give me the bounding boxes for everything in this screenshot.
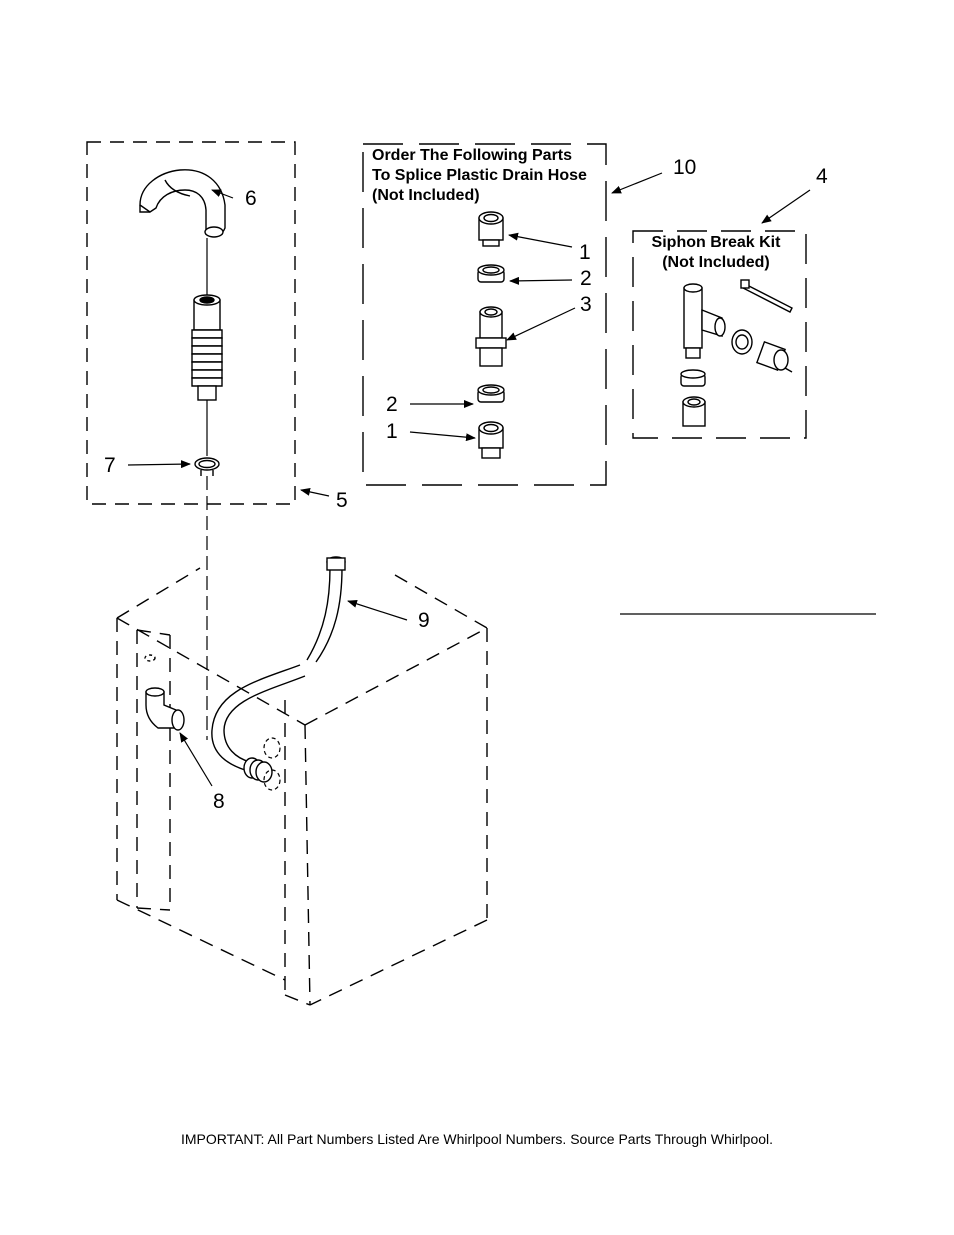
splice-box-title-line2: To Splice Plastic Drain Hose	[372, 167, 587, 184]
callout-2-top: 2	[580, 267, 592, 290]
callout-1-top: 1	[579, 241, 591, 264]
drain-hose-end	[191, 294, 223, 401]
callout-6: 6	[245, 187, 257, 210]
washer-cabinet-outline	[116, 567, 488, 1006]
drain-hose-part	[211, 556, 346, 783]
hose-guide-group-box	[86, 141, 296, 505]
siphon-box-title: Siphon Break Kit (Not Included)	[646, 233, 786, 273]
siphon-break-kit-box	[632, 230, 807, 439]
callout-10: 10	[673, 156, 697, 179]
callout-7: 7	[104, 454, 116, 477]
drain-elbow-part	[144, 654, 185, 731]
hose-guide-part	[139, 169, 226, 238]
splice-parts-box	[362, 143, 607, 486]
callout-4: 4	[816, 165, 828, 188]
siphon-break-parts	[680, 279, 793, 427]
callout-2-bottom: 2	[386, 393, 398, 416]
important-footer-note: IMPORTANT: All Part Numbers Listed Are W…	[180, 1131, 774, 1147]
leader-lines	[127, 172, 811, 787]
siphon-box-title-line1: Siphon Break Kit	[651, 234, 781, 251]
splice-parts	[475, 211, 507, 459]
callout-5: 5	[336, 489, 348, 512]
callout-1-bottom: 1	[386, 420, 398, 443]
splice-box-title-line1: Order The Following Parts	[372, 147, 573, 164]
splice-box-title-line3: (Not Included)	[372, 187, 480, 204]
cabinet-ports	[263, 737, 281, 791]
siphon-box-title-line2: (Not Included)	[662, 254, 770, 271]
callout-3: 3	[580, 293, 592, 316]
splice-box-title: Order The Following Parts To Splice Plas…	[372, 146, 587, 206]
callout-8: 8	[213, 790, 225, 813]
hose-clamp-part	[194, 457, 220, 476]
callout-9: 9	[418, 609, 430, 632]
